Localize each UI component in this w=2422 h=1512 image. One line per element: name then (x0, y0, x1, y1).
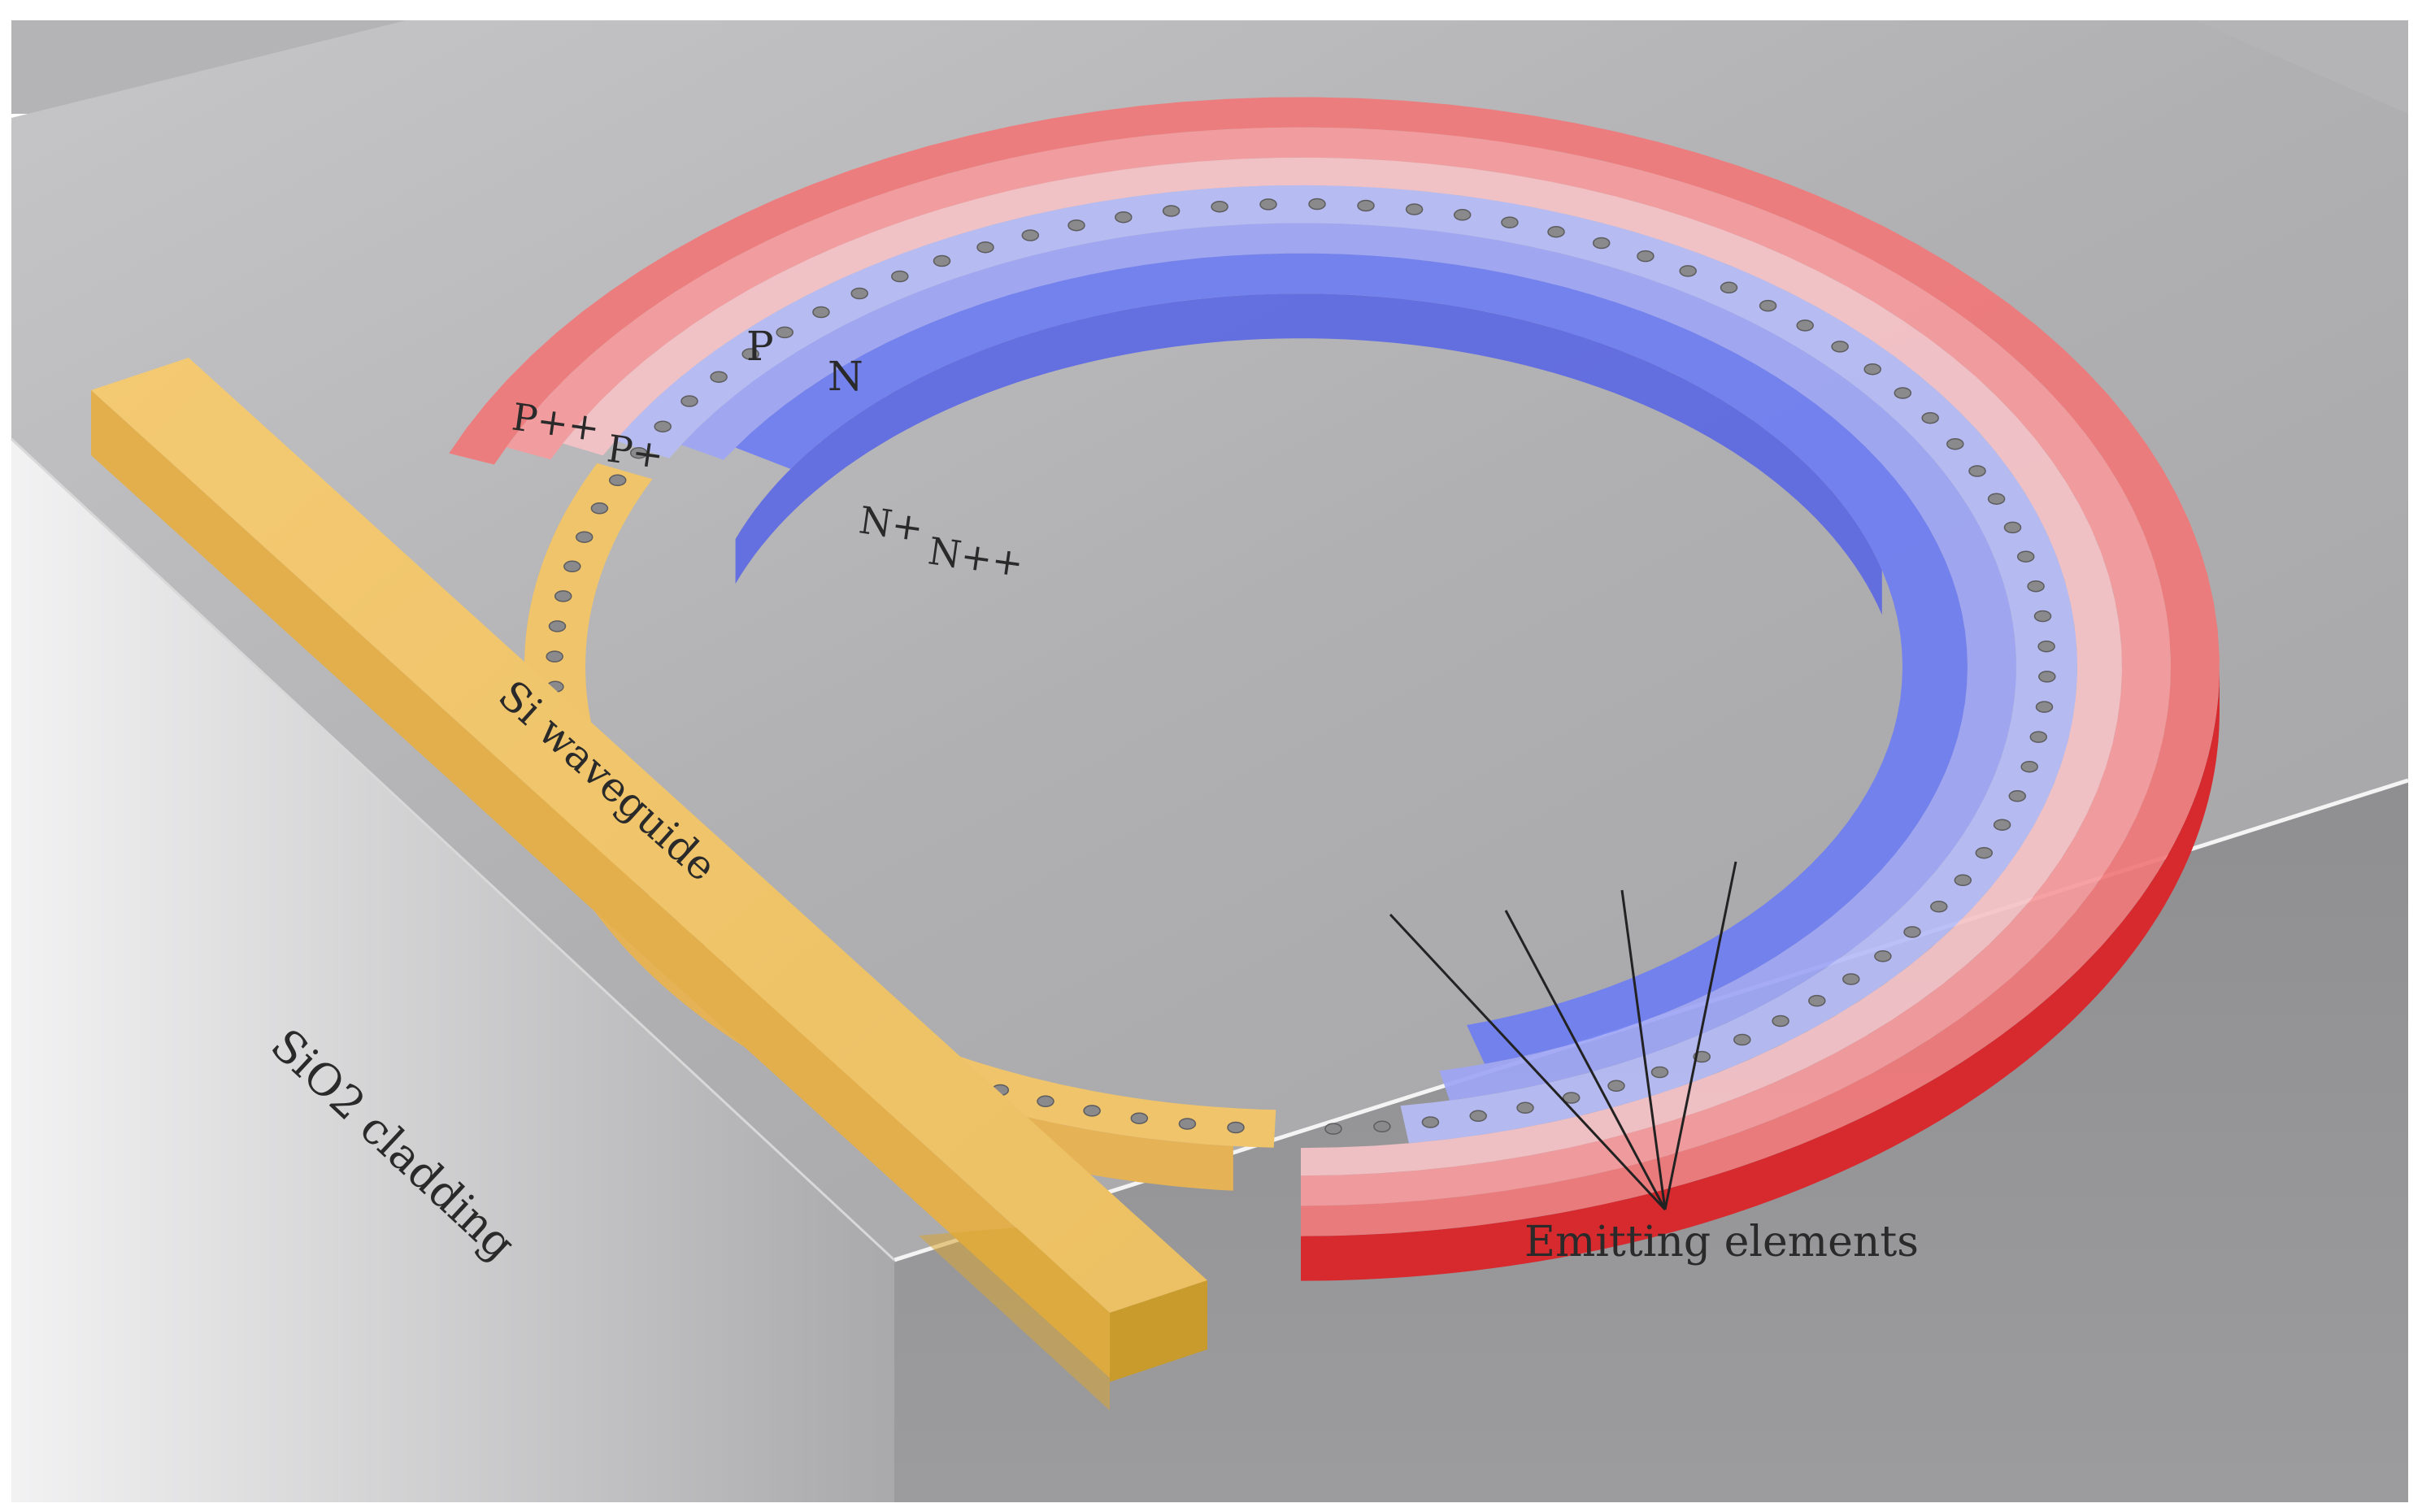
emitting-element-hole (1903, 926, 1921, 938)
leader-line-1 (1389, 913, 1667, 1211)
emitting-element-hole (1453, 209, 1472, 221)
emitting-element-hole (1772, 1015, 1789, 1028)
emitting-element-hole (1308, 198, 1326, 211)
emitting-element-hole (1324, 1123, 1342, 1135)
emitting-element-hole (1946, 437, 1964, 450)
emitting-element-hole (812, 306, 830, 319)
emitting-element-hole (654, 420, 672, 432)
doped-ring-regions (449, 97, 2220, 1281)
emitting-element-hole (1637, 250, 1655, 263)
waveguide-top (91, 358, 1207, 1313)
emitting-element-hole (608, 474, 627, 487)
emitting-element-hole (1068, 219, 1085, 232)
emitting-element-hole (1130, 1112, 1149, 1124)
emitting-element-hole (1894, 387, 1912, 399)
emitting-element-hole (1954, 874, 1972, 887)
emitting-element-hole (891, 270, 909, 283)
waveguide-embedded-shade (919, 1227, 1110, 1410)
leader-line-4 (1663, 861, 1737, 1210)
emitting-element-hole (2037, 640, 2055, 653)
emitting-element-hole (1516, 1101, 1534, 1114)
label-n-plus: N+ (856, 497, 926, 550)
emitting-element-hole (1562, 1092, 1581, 1104)
emitting-element-hole (2020, 760, 2038, 773)
ring-inner-wall (735, 293, 1882, 615)
waveguide-end-face (1110, 1280, 1207, 1382)
emitting-element-hole (575, 531, 594, 543)
emitting-element-hole (1874, 950, 1892, 962)
emitting-element-hole (1863, 363, 1881, 376)
emitting-element-hole (2027, 580, 2045, 593)
emitting-element-hole (629, 446, 648, 459)
emitting-element-hole (1547, 225, 1565, 238)
emitting-element-hole (1796, 319, 1814, 332)
emitting-element-hole (1759, 299, 1777, 312)
emitting-element-hole (546, 650, 563, 663)
cladding-left-face (11, 439, 894, 1502)
label-n: N (828, 353, 863, 400)
emitting-element-hole (1405, 203, 1424, 215)
emitting-element-hole (554, 590, 572, 602)
emitting-element-hole (710, 371, 728, 383)
emitting-element-hole (1021, 229, 1040, 241)
emitting-element-hole (563, 560, 581, 573)
emitting-element-hole (548, 620, 567, 632)
emitting-element-hole (1469, 1110, 1487, 1123)
label-emitting-elements: Emitting elements (1524, 1218, 1919, 1267)
emitting-element-hole (1592, 237, 1611, 250)
emitting-element-hole (1178, 1118, 1197, 1130)
emitting-element-hole (1921, 411, 1939, 424)
emitting-element-hole (933, 254, 951, 267)
emitting-element-hole (1842, 973, 1860, 985)
emitting-element-hole (2003, 521, 2022, 534)
emitting-element-hole (1211, 200, 1228, 213)
emitter-leader-lines (1389, 861, 1737, 1211)
emitting-element-hole (1987, 493, 2006, 505)
emitting-element-hole (2016, 550, 2035, 563)
emitting-element-hole (1083, 1105, 1101, 1117)
emitting-element-hole (1720, 281, 1738, 294)
emitting-element-holes (546, 198, 2056, 1135)
leader-line-3 (1620, 889, 1667, 1210)
emitting-element-hole (1650, 1066, 1669, 1079)
leader-line-2 (1504, 910, 1667, 1210)
emitting-element-hole (1357, 199, 1375, 212)
emitting-element-hole (850, 287, 868, 300)
emitting-element-hole (1733, 1033, 1751, 1046)
emitting-element-hole (1373, 1120, 1391, 1133)
emitting-element-hole (1975, 846, 1994, 859)
si-bus-waveguide (91, 358, 1207, 1410)
emitting-element-hole (2033, 610, 2052, 623)
emitting-element-hole (1227, 1121, 1245, 1134)
emitting-element-hole (2008, 790, 2027, 802)
emitting-element-hole (741, 348, 759, 360)
emitting-element-hole (1162, 205, 1181, 217)
emitting-element-hole (1993, 819, 2011, 831)
cladding-left-edge (10, 437, 896, 1262)
emitting-element-hole (1607, 1080, 1625, 1093)
emitting-element-hole (1501, 216, 1519, 228)
emitting-element-hole (2038, 671, 2056, 683)
emitting-element-hole (1115, 211, 1133, 224)
emitting-element-hole (1259, 198, 1277, 211)
emitting-element-hole (776, 326, 794, 339)
emitting-element-hole (1808, 994, 1826, 1007)
emitting-element-hole (681, 395, 698, 407)
emitting-element-hole (590, 502, 609, 515)
emitting-element-hole (1679, 265, 1697, 277)
emitting-element-hole (2035, 701, 2054, 713)
emitting-element-hole (1421, 1116, 1440, 1128)
label-p-plus: P+ (604, 426, 666, 477)
waveguide-left-side (91, 390, 1110, 1378)
emitting-element-hole (1930, 901, 1948, 913)
emitting-element-hole (1037, 1095, 1054, 1108)
label-p: P (746, 323, 774, 370)
emitting-element-hole (2029, 731, 2048, 743)
emitting-element-hole (1968, 465, 1986, 477)
emitting-element-hole (976, 241, 994, 254)
emitting-element-hole (1831, 341, 1849, 353)
